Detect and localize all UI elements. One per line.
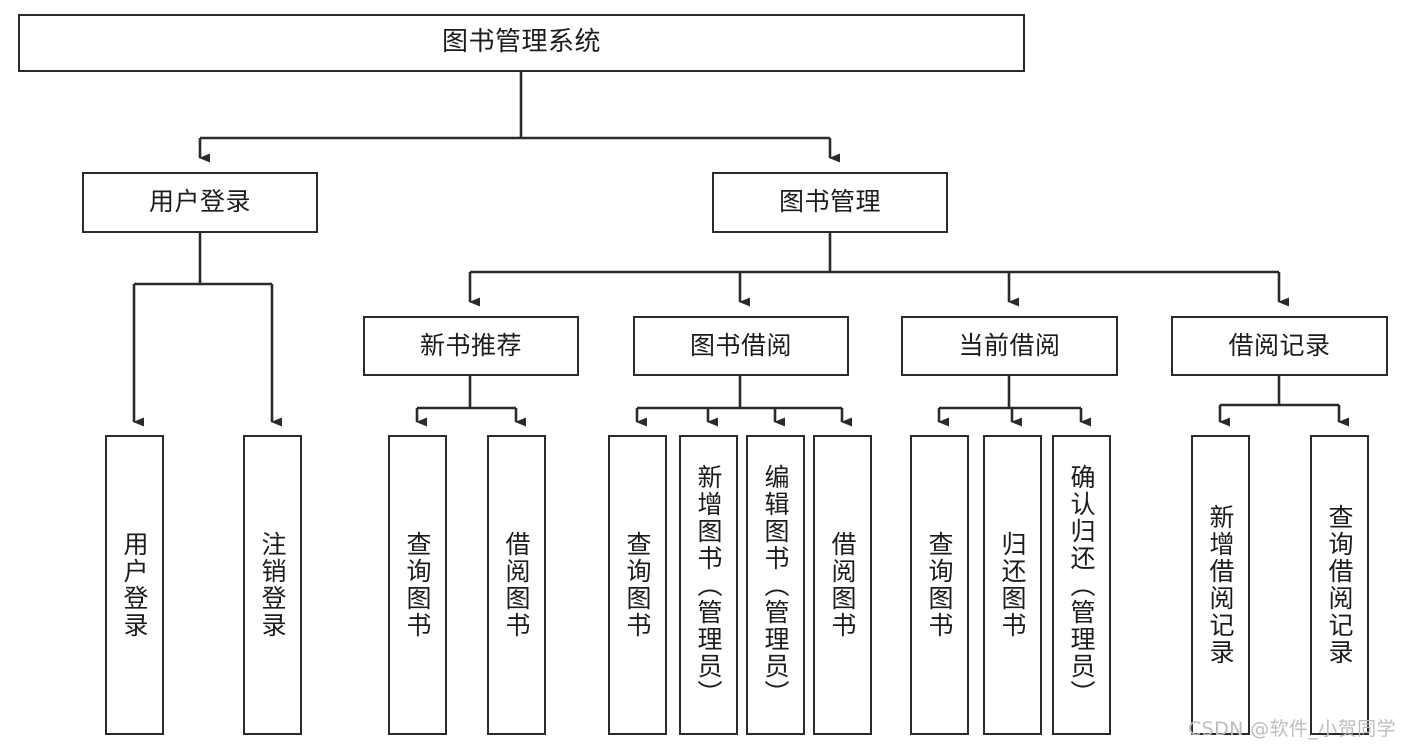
node-book-borrow-label: 图书借阅	[689, 330, 792, 360]
node-leaf-add-record-label: 新增借阅记录	[1206, 504, 1235, 666]
node-leaf-edit-book[interactable]: 编辑图书（管理员）	[746, 435, 805, 735]
node-leaf-borrow-book-1[interactable]: 借阅图书	[487, 435, 546, 735]
node-current-borrow-label: 当前借阅	[958, 330, 1061, 360]
node-leaf-borrow-book-2[interactable]: 借阅图书	[813, 435, 872, 735]
node-user-login[interactable]: 用户登录	[82, 172, 318, 233]
node-book-manage-label: 图书管理	[778, 187, 881, 217]
watermark-text: CSDN @软件_小贺同学	[1188, 718, 1396, 740]
node-root[interactable]: 图书管理系统	[18, 14, 1025, 72]
node-leaf-edit-book-label: 编辑图书（管理员）	[761, 463, 790, 707]
node-leaf-query-record-label: 查询借阅记录	[1325, 504, 1354, 666]
node-leaf-return-book-label: 归还图书	[998, 531, 1027, 639]
node-book-borrow[interactable]: 图书借阅	[633, 316, 849, 376]
node-leaf-user-login[interactable]: 用户登录	[105, 435, 164, 735]
node-leaf-borrow-book-1-label: 借阅图书	[502, 531, 531, 639]
node-leaf-borrow-book-2-label: 借阅图书	[828, 531, 857, 639]
node-leaf-query-book-3-label: 查询图书	[925, 531, 954, 639]
node-leaf-query-record[interactable]: 查询借阅记录	[1310, 435, 1369, 735]
node-leaf-query-book-2[interactable]: 查询图书	[608, 435, 667, 735]
node-leaf-add-book-label: 新增图书（管理员）	[694, 463, 723, 707]
node-leaf-confirm-return[interactable]: 确认归还（管理员）	[1052, 435, 1111, 735]
node-leaf-add-record[interactable]: 新增借阅记录	[1191, 435, 1250, 735]
node-root-label: 图书管理系统	[441, 27, 601, 58]
node-leaf-query-book-2-label: 查询图书	[623, 531, 652, 639]
node-leaf-user-login-label: 用户登录	[120, 531, 149, 639]
node-new-book-rec-label: 新书推荐	[419, 330, 522, 360]
node-borrow-record[interactable]: 借阅记录	[1171, 316, 1388, 376]
node-user-login-label: 用户登录	[148, 187, 251, 217]
node-leaf-return-book[interactable]: 归还图书	[983, 435, 1042, 735]
node-new-book-rec[interactable]: 新书推荐	[363, 316, 579, 376]
node-leaf-logout-label: 注销登录	[258, 531, 287, 639]
node-leaf-query-book-1-label: 查询图书	[403, 531, 432, 639]
node-leaf-query-book-3[interactable]: 查询图书	[910, 435, 969, 735]
node-borrow-record-label: 借阅记录	[1228, 330, 1331, 360]
node-leaf-logout[interactable]: 注销登录	[243, 435, 302, 735]
node-leaf-add-book[interactable]: 新增图书（管理员）	[679, 435, 738, 735]
node-leaf-query-book-1[interactable]: 查询图书	[388, 435, 447, 735]
node-book-manage[interactable]: 图书管理	[712, 172, 948, 233]
node-current-borrow[interactable]: 当前借阅	[901, 316, 1118, 376]
node-leaf-confirm-return-label: 确认归还（管理员）	[1067, 463, 1096, 707]
